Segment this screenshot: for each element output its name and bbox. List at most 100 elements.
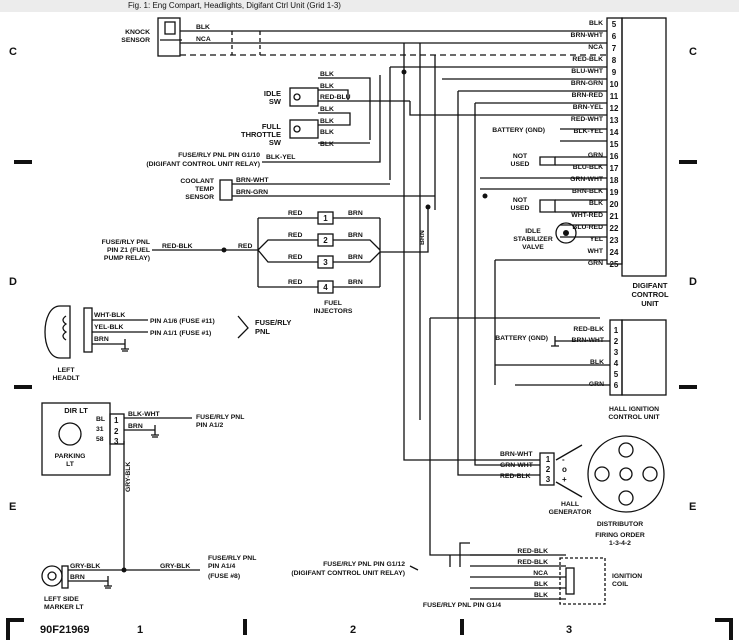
figure-id: 90F21969 <box>40 624 90 636</box>
idle-wire-blk-2: BLK <box>320 83 334 90</box>
digifant-wire-24: WHT <box>588 248 604 255</box>
hall-icu-pin-2: 2 <box>614 337 619 346</box>
injector-2 <box>317 233 334 247</box>
digifant-pin-7: 7 <box>612 44 617 53</box>
grid-row-e-right: E <box>689 501 696 513</box>
injector-1 <box>317 211 334 225</box>
digifant-pin-15: 15 <box>610 140 619 149</box>
throttle-wire-blk-3: BLK <box>320 141 334 148</box>
headlight-wires <box>92 319 148 345</box>
idle-switch <box>289 87 319 107</box>
digifant-wire-18: GRN-WHT <box>570 176 604 183</box>
injector-3 <box>317 255 334 269</box>
digifant-wire-22: BLU-RED <box>572 224 603 231</box>
idle-stabilizer-valve <box>555 222 577 244</box>
coil-wire-label-5: BLK <box>534 592 548 599</box>
grid-col-3: 3 <box>566 624 572 636</box>
hall-gen-sym-plus: + <box>562 475 567 484</box>
parking-brn: BRN <box>128 423 143 430</box>
fuse-g1-12-label: FUSE/RLY PNL PIN G1/12 <box>323 561 405 568</box>
figure-caption: Fig. 1: Eng Compart, Headlights, Digifan… <box>128 1 341 10</box>
digifant-pin-25: 25 <box>610 260 619 269</box>
injector-number-2: 2 <box>323 236 328 245</box>
digifant-wire-17: BLU-BLK <box>573 164 603 171</box>
marker-wires <box>68 569 200 582</box>
hall-gen-sym-o: o <box>562 465 567 474</box>
digifant-pin-11: 11 <box>610 92 619 101</box>
headlt-yel-blk: YEL-BLK <box>94 324 124 331</box>
hall-icu-pin-4: 4 <box>614 359 619 368</box>
injector-brn-4: BRN <box>348 279 363 286</box>
fuse-8-label: (FUSE #8) <box>208 573 240 580</box>
coil-wire-label-4: BLK <box>534 581 548 588</box>
header-strip <box>0 0 739 12</box>
parking-pin-3: 3 <box>114 437 119 446</box>
hall-generator <box>539 444 583 498</box>
digifant-pin-23: 23 <box>610 236 619 245</box>
digifant-pin-14: 14 <box>610 128 619 137</box>
digifant-wire-11: BRN-RED <box>572 92 603 99</box>
headlt-wht-blk: WHT-BLK <box>94 312 125 319</box>
coolant-temp-sensor <box>219 179 435 201</box>
grid-row-c-left: C <box>9 46 17 58</box>
injector-number-4: 4 <box>323 283 328 292</box>
coil-wire-label-3: NCA <box>533 570 548 577</box>
fuse-g1-10-note: (DIGIFANT CONTROL UNIT RELAY) <box>146 161 260 168</box>
hall-gen-sym-minus: - <box>562 455 565 464</box>
digifant-pin-16: 16 <box>610 152 619 161</box>
grid-col-2: 2 <box>350 624 356 636</box>
digifant-pin-17: 17 <box>610 164 619 173</box>
digifant-pin-9: 9 <box>612 68 617 77</box>
injector-number-1: 1 <box>323 214 328 223</box>
hall-icu-pin-6: 6 <box>614 381 619 390</box>
idle-wire-red-blu: RED-BLU <box>320 94 351 101</box>
digifant-wire-12: BRN-YEL <box>573 104 603 111</box>
distributor-cap <box>587 435 665 513</box>
hall-gen-wire-1: BRN-WHT <box>500 451 533 458</box>
idle-wire-blk-1: BLK <box>320 71 334 78</box>
hall-gen-wire-2: GRN-WHT <box>500 462 534 469</box>
throttle-wiring <box>318 77 410 144</box>
hall-icu-wire-1: RED-BLK <box>573 326 604 333</box>
grid-col-1: 1 <box>137 624 143 636</box>
fuse-g1-4-label: FUSE/RLY PNL PIN G1/4 <box>423 602 501 609</box>
blk-yel-wire-label: BLK-YEL <box>266 154 295 161</box>
left-side-marker <box>41 565 69 589</box>
digifant-wire-20: BLK <box>589 200 603 207</box>
digifant-pin-12: 12 <box>610 104 619 113</box>
ignition-coil <box>559 557 606 605</box>
digifant-pin-13: 13 <box>610 116 619 125</box>
marker-gry-blk: GRY-BLK <box>70 563 100 570</box>
injector-red-4: RED <box>288 279 302 286</box>
parking-bl: BL <box>96 416 105 423</box>
hall-gen-pin-2: 2 <box>546 465 551 474</box>
parking-pin-2: 2 <box>114 427 119 436</box>
hall-icu-pin-1: 1 <box>614 326 619 335</box>
digifant-wire-25: GRN <box>588 260 603 267</box>
coolant-wire-brn-wht: BRN-WHT <box>236 177 269 184</box>
digifant-wire-14: BLK-YEL <box>574 128 603 135</box>
full-throttle-switch <box>289 119 319 139</box>
injector-number-3: 3 <box>323 258 328 267</box>
fuel-pump-red: RED <box>238 243 252 250</box>
injector-red-1: RED <box>288 210 302 217</box>
injector-brn-1: BRN <box>348 210 363 217</box>
battery-gnd-bottom-label: BATTERY (GND) <box>495 335 548 342</box>
parking-gry-blk-vertical: GRY-BLK <box>125 462 132 492</box>
grid-row-d-left: D <box>9 276 17 288</box>
hall-icu-pin-5: 5 <box>614 370 619 379</box>
digifant-wire-23: YEL <box>590 236 603 243</box>
injector-bus <box>257 207 429 288</box>
digifant-wire-6: BRN-WHT <box>571 32 604 39</box>
parking-pin-1: 1 <box>114 416 119 425</box>
